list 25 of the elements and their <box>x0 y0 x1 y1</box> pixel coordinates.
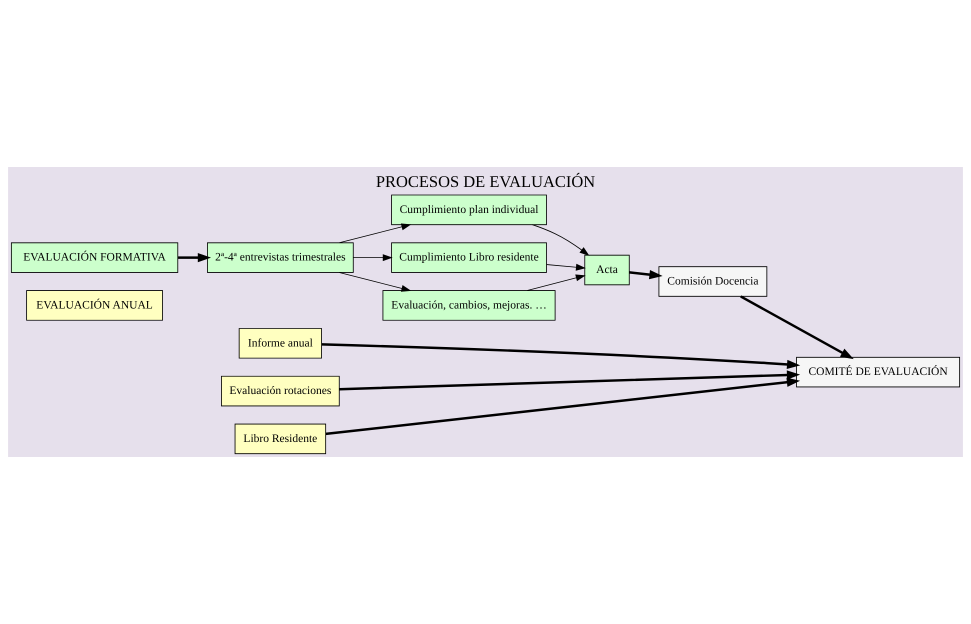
arrow <box>338 272 412 292</box>
arrow <box>629 270 663 280</box>
node-box: EVALUACIÓN ANUAL <box>26 290 163 321</box>
arrow <box>532 224 590 256</box>
arrow <box>178 253 212 262</box>
node-box: Cumplimiento plan individual <box>391 194 547 226</box>
arrow <box>546 264 586 271</box>
node-box: Informe anual <box>238 328 322 359</box>
arrow <box>353 254 393 262</box>
arrow <box>740 295 854 360</box>
arrow <box>526 274 586 291</box>
arrow <box>322 343 800 370</box>
node-box: Cumplimiento Libro residente <box>391 242 547 273</box>
node-box: COMITÉ DE EVALUACIÓN <box>796 356 960 388</box>
node-box: Evaluación, cambios, mejoras. … <box>382 290 556 321</box>
node-box: EVALUACIÓN FORMATIVA <box>10 242 178 273</box>
diagram-title: PROCESOS DE EVALUACIÓN <box>376 172 596 191</box>
node-box: Evaluación rotaciones <box>221 376 340 406</box>
arrow <box>326 378 800 436</box>
arrow <box>338 223 412 244</box>
arrow <box>339 370 800 390</box>
node-box: Acta <box>584 254 630 286</box>
node-box: Libro Residente <box>234 424 326 454</box>
node-box: 2ª-4ª entrevistas trimestrales <box>207 242 354 273</box>
node-box: Comisión Docencia <box>658 266 768 297</box>
